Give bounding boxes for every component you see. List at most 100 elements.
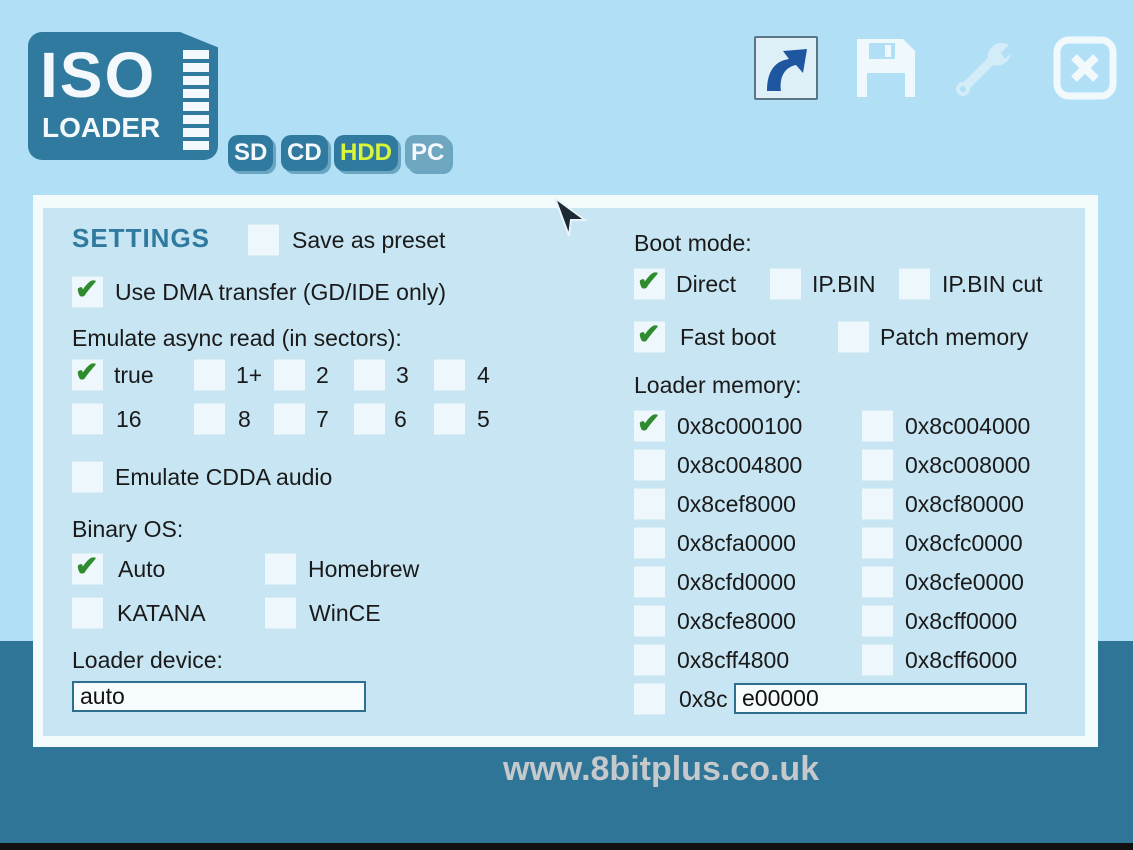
binary-os-label: Binary OS: bbox=[72, 516, 184, 542]
close-icon bbox=[1053, 36, 1117, 100]
memory-7-label: 0x8cfc0000 bbox=[905, 530, 1023, 556]
memory-0-label: 0x8c000100 bbox=[677, 413, 803, 439]
memory-4-label: 0x8cef8000 bbox=[677, 491, 796, 517]
settings-title: SETTINGS bbox=[72, 223, 211, 253]
boot-ipbin-cut-label: IP.BIN cut bbox=[942, 271, 1043, 297]
checkmark-icon: ✔ bbox=[75, 550, 99, 582]
memory-9-checkbox[interactable] bbox=[862, 566, 893, 598]
custom-memory-input[interactable] bbox=[734, 683, 1027, 714]
memory-5-label: 0x8cf80000 bbox=[905, 491, 1024, 517]
os-katana-label: KATANA bbox=[117, 600, 206, 626]
save-icon bbox=[857, 39, 915, 97]
iso-loader-logo: ISO LOADER bbox=[28, 32, 218, 160]
tab-sd[interactable]: SD bbox=[228, 135, 274, 171]
os-wince-checkbox[interactable] bbox=[265, 597, 296, 629]
boot-ipbin-cut-checkbox[interactable] bbox=[899, 268, 930, 300]
memory-12-checkbox[interactable] bbox=[634, 644, 665, 676]
shortcut-arrow-icon bbox=[767, 49, 807, 91]
wrench-icon bbox=[956, 42, 1011, 96]
tab-hdd[interactable]: HDD bbox=[334, 135, 398, 171]
async-2-checkbox[interactable] bbox=[274, 359, 305, 391]
memory-3-label: 0x8c008000 bbox=[905, 452, 1031, 478]
dma-transfer-label: Use DMA transfer (GD/IDE only) bbox=[115, 279, 447, 305]
loader-memory-label: Loader memory: bbox=[634, 372, 802, 398]
async-4-checkbox[interactable] bbox=[434, 359, 465, 391]
memory-12-label: 0x8cff4800 bbox=[677, 647, 790, 673]
save-preset-label: Save as preset bbox=[292, 227, 446, 253]
checkmark-icon: ✔ bbox=[637, 407, 661, 439]
close-button[interactable] bbox=[1053, 36, 1117, 100]
memory-0-checkbox[interactable]: ✔ bbox=[634, 408, 665, 442]
async-6-checkbox[interactable] bbox=[354, 403, 385, 435]
async-1plus-checkbox[interactable] bbox=[194, 359, 225, 391]
memory-10-checkbox[interactable] bbox=[634, 605, 665, 637]
custom-memory-checkbox[interactable] bbox=[634, 683, 665, 715]
boot-mode-label: Boot mode: bbox=[634, 230, 752, 256]
memory-6-checkbox[interactable] bbox=[634, 527, 665, 559]
checkmark-icon: ✔ bbox=[75, 273, 99, 305]
async-true-label: true bbox=[114, 362, 154, 388]
async-16-checkbox[interactable] bbox=[72, 403, 103, 435]
checkmark-icon: ✔ bbox=[637, 318, 661, 350]
memory-5-checkbox[interactable] bbox=[862, 488, 893, 520]
os-homebrew-checkbox[interactable] bbox=[265, 553, 296, 585]
async-7-checkbox[interactable] bbox=[274, 403, 305, 435]
save-button[interactable] bbox=[854, 36, 918, 100]
async-3-checkbox[interactable] bbox=[354, 359, 385, 391]
memory-1-checkbox[interactable] bbox=[862, 410, 893, 442]
async-7-label: 7 bbox=[316, 406, 329, 432]
tab-pc[interactable]: PC bbox=[405, 135, 451, 171]
save-preset-checkbox[interactable] bbox=[248, 224, 279, 256]
async-5-label: 5 bbox=[477, 406, 490, 432]
memory-11-label: 0x8cff0000 bbox=[905, 608, 1018, 634]
async-true-checkbox[interactable]: ✔ bbox=[72, 357, 103, 391]
boot-direct-checkbox[interactable]: ✔ bbox=[634, 266, 665, 300]
logo-subtitle: LOADER bbox=[42, 112, 161, 143]
logo-title: ISO bbox=[40, 39, 157, 111]
boot-direct-label: Direct bbox=[676, 271, 737, 297]
cdda-audio-checkbox[interactable] bbox=[72, 461, 103, 493]
boot-ipbin-checkbox[interactable] bbox=[770, 268, 801, 300]
memory-7-checkbox[interactable] bbox=[862, 527, 893, 559]
memory-13-checkbox[interactable] bbox=[862, 644, 893, 676]
checkmark-icon: ✔ bbox=[637, 265, 661, 297]
patch-memory-checkbox[interactable] bbox=[838, 321, 869, 353]
memory-2-label: 0x8c004800 bbox=[677, 452, 803, 478]
os-homebrew-label: Homebrew bbox=[308, 556, 420, 582]
settings-wrench-button[interactable] bbox=[952, 36, 1016, 100]
bottom-edge bbox=[0, 843, 1133, 850]
memory-4-checkbox[interactable] bbox=[634, 488, 665, 520]
async-3-label: 3 bbox=[396, 362, 409, 388]
memory-6-label: 0x8cfa0000 bbox=[677, 530, 796, 556]
mouse-cursor-icon bbox=[553, 196, 587, 237]
async-4-label: 4 bbox=[477, 362, 490, 388]
memory-8-label: 0x8cfd0000 bbox=[677, 569, 796, 595]
os-auto-checkbox[interactable]: ✔ bbox=[72, 551, 103, 585]
fast-boot-checkbox[interactable]: ✔ bbox=[634, 319, 665, 353]
async-read-label: Emulate async read (in sectors): bbox=[72, 325, 402, 351]
memory-8-checkbox[interactable] bbox=[634, 566, 665, 598]
tab-cd[interactable]: CD bbox=[281, 135, 328, 171]
boot-ipbin-label: IP.BIN bbox=[812, 271, 876, 297]
memory-11-checkbox[interactable] bbox=[862, 605, 893, 637]
os-auto-label: Auto bbox=[118, 556, 166, 582]
os-katana-checkbox[interactable] bbox=[72, 597, 103, 629]
custom-memory-prefix: 0x8c bbox=[679, 686, 728, 712]
patch-memory-label: Patch memory bbox=[880, 324, 1029, 350]
checkmark-icon: ✔ bbox=[75, 356, 99, 388]
watermark: www.8bitplus.co.uk bbox=[503, 750, 820, 788]
async-1plus-label: 1+ bbox=[236, 362, 263, 388]
async-8-checkbox[interactable] bbox=[194, 403, 225, 435]
dma-transfer-checkbox[interactable]: ✔ bbox=[72, 274, 103, 308]
loader-device-input[interactable] bbox=[72, 681, 366, 712]
os-wince-label: WinCE bbox=[309, 600, 381, 626]
memory-2-checkbox[interactable] bbox=[634, 449, 665, 481]
memory-1-label: 0x8c004000 bbox=[905, 413, 1031, 439]
memory-13-label: 0x8cff6000 bbox=[905, 647, 1018, 673]
cdda-audio-label: Emulate CDDA audio bbox=[115, 464, 333, 490]
async-16-label: 16 bbox=[116, 406, 142, 432]
async-5-checkbox[interactable] bbox=[434, 403, 465, 435]
memory-3-checkbox[interactable] bbox=[862, 449, 893, 481]
memory-10-label: 0x8cfe8000 bbox=[677, 608, 796, 634]
shortcut-button[interactable] bbox=[754, 36, 818, 100]
